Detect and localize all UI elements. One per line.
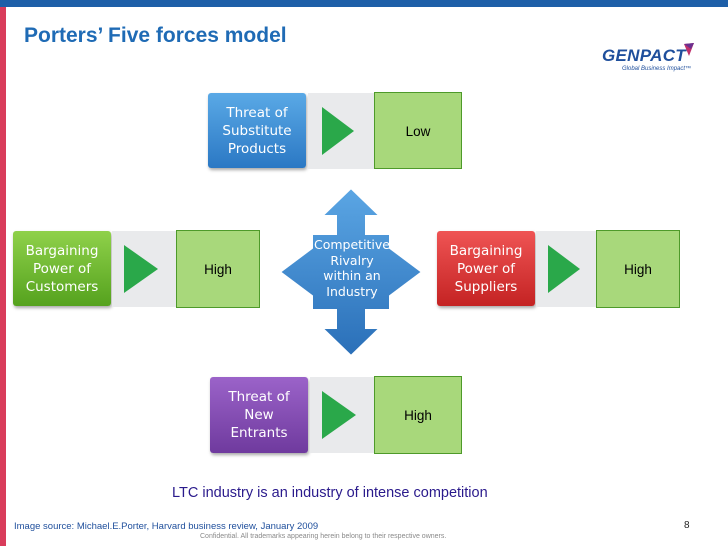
force-label: Threat of New Entrants — [228, 389, 290, 441]
force-label: Threat of Substitute Products — [222, 104, 292, 157]
top-accent-bar — [0, 0, 728, 7]
genpact-logo: GENPACT Global Business Impact™ — [598, 43, 698, 78]
slide-title: Porters’ Five forces model — [24, 24, 287, 47]
rating-entrants: High — [374, 376, 462, 454]
rivalry-label: Competitive Rivalry within an Industry — [313, 237, 390, 299]
logo-tagline: Global Business Impact™ — [622, 66, 692, 72]
rating-customers: High — [176, 230, 260, 308]
force-bargaining-power-customers: Bargaining Power of Customers — [13, 231, 111, 306]
rivalry-cross-arrow-icon — [278, 188, 424, 356]
arrow-customers-icon — [112, 231, 176, 307]
confidential-footer: Confidential. All trademarks appearing h… — [200, 533, 447, 540]
arrow-entrants-icon — [310, 377, 374, 453]
force-label: Bargaining Power of Suppliers — [449, 242, 523, 295]
logo-brand: GENPACT — [602, 46, 686, 65]
left-accent-bar — [0, 7, 6, 546]
logo-mark-icon — [684, 43, 694, 56]
arrow-suppliers-icon — [536, 231, 596, 307]
rating-suppliers: High — [596, 230, 680, 308]
force-threat-of-substitutes: Threat of Substitute Products — [208, 93, 306, 168]
force-bargaining-power-suppliers: Bargaining Power of Suppliers — [437, 231, 535, 306]
image-source-note: Image source: Michael.E.Porter, Harvard … — [14, 521, 319, 532]
page-number: 8 — [684, 520, 690, 531]
conclusion-text: LTC industry is an industry of intense c… — [172, 485, 488, 501]
force-label: Bargaining Power of Customers — [25, 242, 99, 295]
arrow-substitutes-icon — [308, 93, 374, 169]
force-threat-of-new-entrants: Threat of New Entrants — [210, 377, 308, 453]
rating-substitutes: Low — [374, 92, 462, 169]
